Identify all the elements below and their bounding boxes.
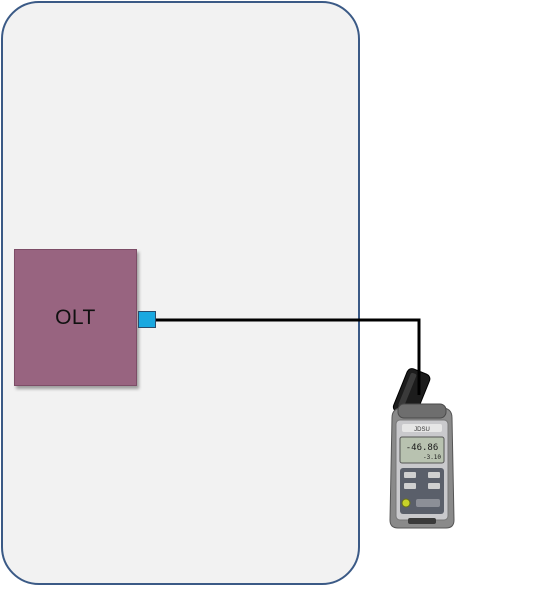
- meter-sub-reading: -3.10: [423, 454, 441, 461]
- olt-box: OLT: [14, 249, 137, 386]
- optical-power-meter: JDSU -46.86 -3.10: [389, 368, 455, 529]
- olt-label: OLT: [55, 305, 96, 329]
- fiber-cable: [156, 318, 421, 392]
- meter-main-reading: -46.86: [406, 443, 439, 453]
- meter-brand-label: JDSU: [414, 427, 430, 433]
- meter-button: [404, 483, 416, 489]
- meter-button: [428, 472, 440, 478]
- olt-port: [138, 311, 156, 328]
- meter-button: [404, 472, 416, 478]
- meter-power-button: [401, 498, 411, 508]
- meter-button: [428, 483, 440, 489]
